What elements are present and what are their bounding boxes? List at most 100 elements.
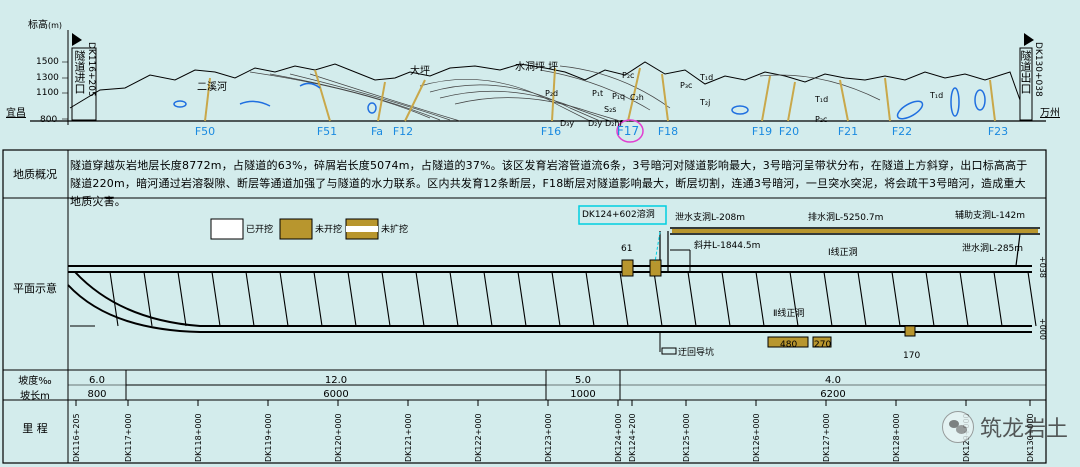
line2-label: Ⅱ线正洞 [773,309,805,319]
slope-length: 6000 [323,389,348,400]
right-city-label: 万州 [1040,108,1060,119]
fault-label-f50: F50 [195,125,215,138]
entrance-km: DK116+205 [86,42,96,97]
cross-passage [415,271,425,327]
fault-label-f17: F17 [617,124,639,138]
leak-branch-label: 泄水支洞L-208m [675,213,746,223]
fault-label-f21: F21 [838,125,858,138]
station-label: DK119+000 [264,413,273,462]
cross-passage [347,271,357,327]
station-label: DK121+000 [404,413,413,462]
fault-label-f19: F19 [752,125,772,138]
strata-mark: T₁d [699,73,713,82]
slope-label: 坡度‰ [18,376,52,387]
cross-passage [619,271,629,327]
cross-passage [177,271,187,327]
cross-passage [925,271,935,327]
cross-passage [211,271,221,327]
fault-label-fa: Fa [371,125,383,138]
strata-mark: D₂hf [605,119,622,128]
station-label: DK128+000 [892,413,901,462]
slope-grade: 6.0 [89,375,105,386]
drainage-label: 排水洞L-5250.7m [808,213,884,223]
strata-mark: C₂h [630,93,644,102]
cross-passage [687,271,697,327]
strata-mark: D₂y [588,119,602,128]
entrance-label: 隧道进口 [73,50,86,94]
cross-passage [653,271,663,327]
length-61: 61 [621,244,633,254]
cross-passage [993,271,1003,327]
cross-passage [109,271,119,327]
elev-tick-1300: 1300 [36,73,59,83]
strata-mark: P₃c [680,81,692,90]
cross-passage [517,271,527,327]
geology-row-label: 地质概况 [13,168,57,181]
watermark: 筑龙岩土 [941,411,1068,443]
mileage-ticks [75,400,1031,406]
block-170 [904,325,916,337]
cross-passage [483,271,493,327]
mileage-row-label: 里 程 [22,422,48,435]
line2-tunnel-bottom [67,284,1032,333]
watermark-text: 筑龙岩土 [979,417,1068,442]
cross-passage [279,271,289,327]
slope-grade: 5.0 [575,375,591,386]
slope-length: 6200 [820,389,845,400]
station-label: DK125+000 [682,413,691,462]
cross-passage [143,271,153,327]
legend-excavated: 已开挖 [246,225,274,235]
fault-label-f12: F12 [393,125,413,138]
station-label: DK118+000 [194,413,203,462]
slope-length: 800 [87,389,106,400]
fault-label-f22: F22 [892,125,912,138]
aux-branch-tunnel [1015,233,1021,267]
elev-label: 标高 [28,20,48,31]
station-label: DK127+000 [822,413,831,462]
left-city-label: 宜昌 [6,108,26,119]
aux-branch-label: 辅助支洞L-142m [955,211,1026,221]
length-270: 270 [814,340,832,350]
cross-passage [449,271,459,327]
karst-features [173,82,986,120]
entrance-portal [71,47,97,121]
line1-label: Ⅰ线正洞 [828,248,858,258]
offset-000: +000 [1038,318,1047,340]
length-480: 480 [780,340,798,350]
elev-ticks [62,61,68,120]
elev-tick-800: 800 [40,115,58,125]
station-label: DK124+000 [614,413,623,462]
cross-passage [245,271,255,327]
elev-tick-1100: 1100 [36,88,59,98]
cross-passage [381,271,391,327]
cross-passage [823,271,833,327]
strata-mark: P₂c [815,115,827,124]
station-label: DK124+200 [628,413,637,462]
f17-highlight-circle [616,119,644,143]
cross-passage [891,271,901,327]
adit-label: 斜井L-1844.5m [694,241,761,251]
table-frame [2,149,1047,464]
station-label: DK123+000 [544,413,553,462]
station-label: DK130+000 [1026,413,1035,462]
fault-lines [204,67,996,122]
legend-swatch-inner [346,226,378,232]
profile-section [30,30,1046,143]
station-label: DK117+000 [124,413,133,462]
legend [210,218,379,240]
block-480 [767,336,809,348]
slope-length: 1000 [570,389,595,400]
exit-flag-icon [1024,33,1034,46]
cross-passage [857,271,867,327]
legend-unexcavated: 未开挖 [315,225,343,235]
exit-km: DK130+038 [1033,42,1043,97]
fault-label-f18: F18 [658,125,678,138]
cave-leader-line [654,231,661,263]
fault-label-f16: F16 [541,125,561,138]
cross-passage [313,271,323,327]
